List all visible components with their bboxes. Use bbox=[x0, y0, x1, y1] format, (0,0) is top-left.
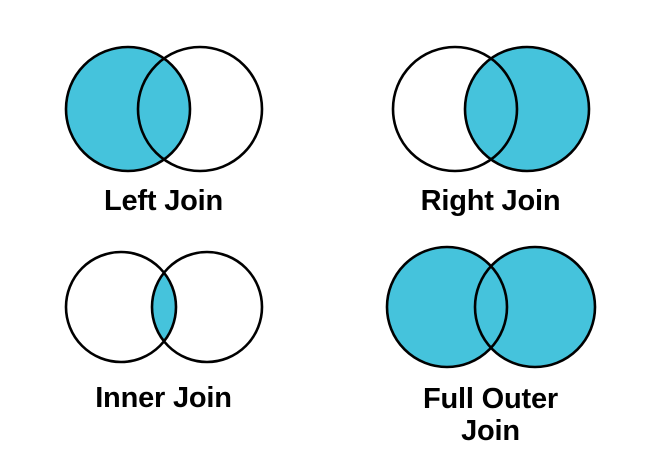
panel-inner-join: Inner Join bbox=[0, 237, 327, 474]
left-circle-outline bbox=[64, 250, 177, 364]
venn-diagram-full-outer-join bbox=[385, 245, 596, 369]
venn-diagram-left-join bbox=[64, 45, 263, 173]
left-circle-outline bbox=[385, 245, 508, 369]
panel-right-join: Right Join bbox=[327, 0, 654, 237]
right-circle-fill bbox=[474, 247, 595, 367]
venn-left-join bbox=[64, 45, 264, 173]
venn-right-join bbox=[391, 45, 591, 173]
right-circle-outline bbox=[150, 250, 263, 364]
panel-label-full-outer-join: Full Outer Join bbox=[423, 383, 558, 448]
venn-diagram-inner-join bbox=[64, 250, 263, 364]
right-circle-fill bbox=[464, 47, 589, 171]
right-circle-outline bbox=[463, 45, 590, 173]
left-circle-outline bbox=[64, 45, 191, 173]
panel-full-outer-join: Full Outer Join bbox=[327, 237, 654, 474]
panel-label-inner-join: Inner Join bbox=[95, 382, 232, 414]
panel-label-right-join: Right Join bbox=[420, 185, 561, 217]
left-circle-fill bbox=[386, 247, 507, 367]
venn-inner-join bbox=[64, 250, 264, 364]
venn-full-outer-join bbox=[385, 245, 597, 369]
panel-left-join: Left Join bbox=[0, 0, 327, 237]
venn-diagram-right-join bbox=[391, 45, 590, 173]
right-circle-outline bbox=[473, 245, 596, 369]
right-circle-outline bbox=[136, 45, 263, 173]
left-circle-fill bbox=[65, 47, 190, 171]
panel-label-left-join: Left Join bbox=[103, 185, 224, 217]
left-circle-outline bbox=[391, 45, 518, 173]
